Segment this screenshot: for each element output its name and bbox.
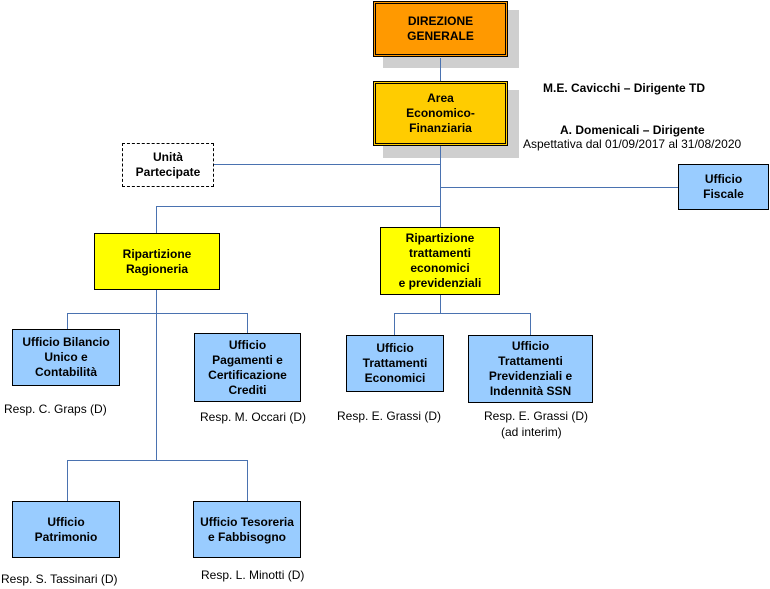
node-ufficio-fiscale[interactable]: Ufficio Fiscale (678, 164, 769, 210)
node-ufficio-trattamenti-economici[interactable]: Ufficio Trattamenti Economici (346, 335, 444, 392)
connector (440, 187, 678, 188)
node-ufficio-pagamenti[interactable]: Ufficio Pagamenti e Certificazione Credi… (194, 333, 301, 402)
node-area-economico-finanziaria[interactable]: Area Economico- Finanziaria (373, 81, 508, 146)
connector (67, 313, 247, 314)
node-unita-partecipate[interactable]: Unità Partecipate (122, 143, 214, 187)
connector (156, 289, 157, 460)
label-resp-pagamenti: Resp. M. Occari (D) (200, 410, 307, 424)
connector (394, 313, 530, 314)
label-cavicchi: M.E. Cavicchi – Dirigente TD (543, 81, 706, 95)
connector (394, 313, 395, 335)
connector (67, 460, 68, 501)
node-ufficio-tesoreria[interactable]: Ufficio Tesoreria e Fabbisogno (193, 501, 301, 558)
label-resp-tesoreria: Resp. L. Minotti (D) (201, 568, 305, 582)
label-resp-trattamenti-economici: Resp. E. Grassi (D) (337, 409, 442, 423)
label-resp-trattamenti-previdenziali: Resp. E. Grassi (D) (484, 409, 589, 423)
label-resp-bilancio: Resp. C. Graps (D) (4, 402, 107, 416)
connector (440, 58, 441, 82)
connector (67, 313, 68, 329)
connector (156, 206, 440, 207)
label-domenicali: A. Domenicali – Dirigente (560, 123, 705, 137)
node-direzione-generale[interactable]: DIREZIONE GENERALE (373, 1, 508, 57)
node-ripartizione-ragioneria[interactable]: Ripartizione Ragioneria (94, 233, 220, 290)
label-resp-patrimonio: Resp. S. Tassinari (D) (1, 572, 118, 586)
node-ufficio-bilancio[interactable]: Ufficio Bilancio Unico e Contabilità (12, 329, 120, 386)
connector (530, 313, 531, 335)
connector (440, 295, 441, 313)
connector (247, 313, 248, 333)
label-ad-interim: (ad interim) (501, 425, 562, 439)
label-aspettativa: Aspettativa dal 01/09/2017 al 31/08/2020 (523, 137, 742, 151)
connector (440, 145, 441, 228)
connector (67, 460, 247, 461)
node-ripartizione-trattamenti[interactable]: Ripartizione trattamenti economici e pre… (380, 227, 500, 295)
node-ufficio-trattamenti-previdenziali[interactable]: Ufficio Trattamenti Previdenziali e Inde… (468, 335, 593, 403)
connector (214, 164, 440, 165)
connector (247, 460, 248, 501)
connector (156, 206, 157, 233)
node-ufficio-patrimonio[interactable]: Ufficio Patrimonio (12, 501, 120, 558)
